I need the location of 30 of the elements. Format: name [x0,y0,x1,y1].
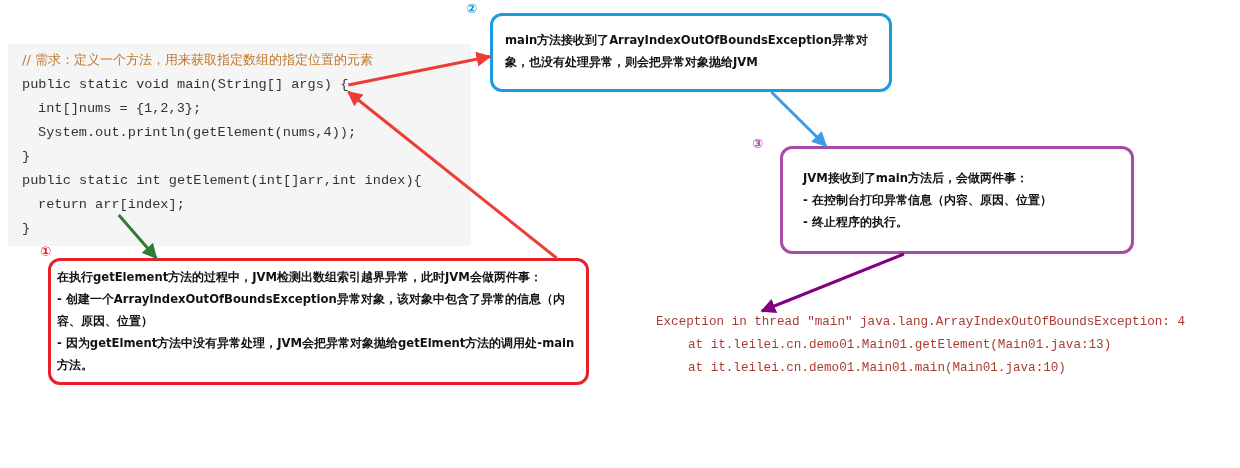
code-comment: // 需求：定义一个方法，用来获取指定数组的指定位置的元素 [22,50,373,70]
callout-text: - 创建一个ArrayIndexOutOfBoundsException异常对象，该对象中包含了异常的信息（内容、原因、位置） [57,291,566,330]
callout-box [48,258,589,385]
callout-box [780,146,1134,254]
console-line: at it.leilei.cn.demo01.Main01.getElement(Main01.java:13) [687,337,1112,354]
arrow [770,90,828,148]
code-line: System.out.println(getElement(nums,4)); [38,123,357,143]
code-line: public static void main(String[] args) { [22,75,349,95]
callout-text: - 因为getElment方法中没有异常处理，JVM会把异常对象抛给getElment方法的调用处-main方法。 [57,335,576,374]
arrow [117,214,158,260]
console-line: at it.leilei.cn.demo01.Main01.main(Main01.java:10) [687,360,1066,377]
code-panel [8,44,471,246]
code-line: return arr[index]; [38,195,185,215]
callout-box [490,13,892,92]
console-line: Exception in thread "main" java.lang.ArrayIndexOutOfBoundsException: 4 [656,314,1186,331]
code-line: } [22,219,31,239]
step-number: ① [40,244,51,259]
code-line: int[]nums = {1,2,3}; [38,99,202,119]
callout-text: main方法接收到了ArrayIndexOutOfBoundsException异常对象，也没有处理异常，则会把异常对象抛给JVM [505,32,869,71]
callout-text: 在执行getElement方法的过程中，JVM检测出数组索引越界异常，此时JVM会做两件事： [57,269,543,286]
step-number: ③ [752,136,763,151]
callout-text: - 在控制台打印异常信息（内容、原因、位置） [803,192,1053,209]
arrow [760,252,905,313]
arrow [347,90,558,260]
code-line: public static int getElement(int[]arr,int index){ [22,171,422,191]
arrow [348,51,492,87]
code-line: } [22,147,31,167]
callout-text: - 终止程序的执行。 [803,214,909,231]
callout-text: JVM接收到了main方法后，会做两件事： [803,170,1029,187]
step-number: ② [466,1,477,16]
